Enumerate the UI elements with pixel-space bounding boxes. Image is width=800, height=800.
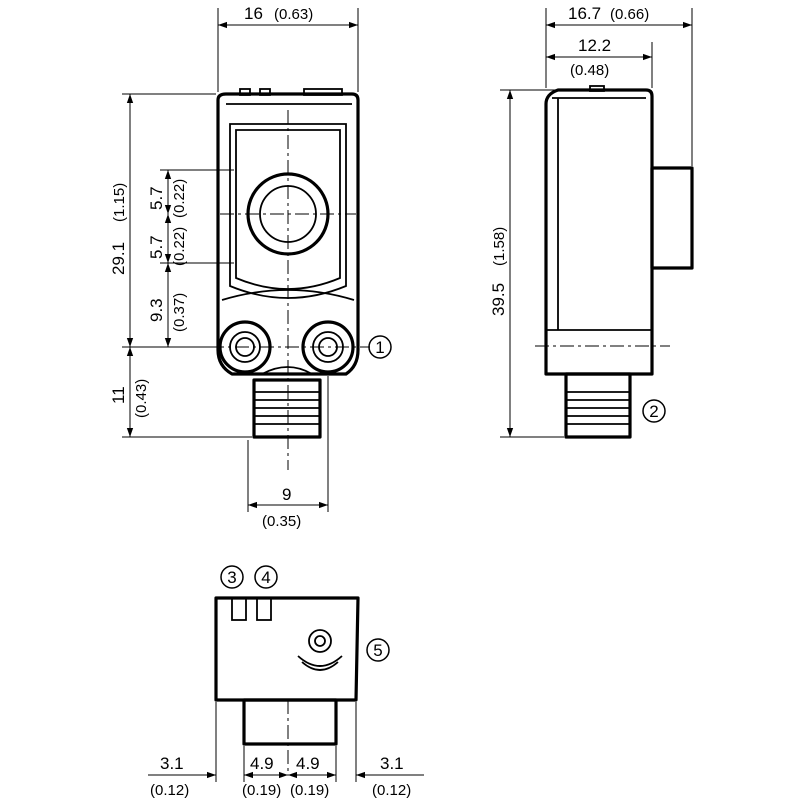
svg-text:2: 2: [649, 402, 658, 421]
callout-1: 1: [368, 335, 392, 359]
dim-bottom-left-inch: (0.12): [150, 782, 189, 799]
front-view: 16 (0.63) 29.1 (1.15) 11 (0.43) 5.7 (0.2…: [109, 4, 392, 530]
dim-optic-lower-inch: (0.22): [171, 227, 188, 266]
dim-connector-height-inch: (0.43): [133, 379, 150, 418]
svg-text:4: 4: [261, 568, 270, 587]
dim-optic-to-mount-inch: (0.37): [171, 293, 188, 332]
front-top-led-1: [239, 88, 251, 96]
front-optic-frame: [229, 123, 347, 299]
dim-side-depth-value: 16.7: [568, 4, 601, 23]
callout-3: 3: [220, 565, 244, 589]
callout-5: 5: [366, 638, 390, 662]
side-view: 16.7 (0.66) 12.2 (0.48) 39.5 (1.58) 2: [489, 4, 694, 439]
bottom-adjust-knob: [297, 629, 343, 671]
svg-text:5: 5: [373, 641, 382, 660]
callout-2: 2: [642, 399, 666, 423]
front-optic-window: [235, 129, 341, 290]
dim-front-width-value: 16: [244, 4, 263, 23]
dim-bottom-left-value: 3.1: [160, 754, 184, 773]
side-view-housing: [544, 88, 654, 376]
dim-front-height-value: 29.1: [109, 242, 128, 275]
front-top-led-2: [259, 88, 271, 96]
callout-4: 4: [254, 565, 278, 589]
dim-connector-offset-value: 9: [282, 485, 291, 504]
dim-optic-upper-inch: (0.22): [171, 179, 188, 218]
dim-side-body-depth-value: 12.2: [578, 36, 611, 55]
front-top-button: [303, 88, 343, 96]
side-optic-protrusion: [650, 166, 694, 270]
dim-front-height-inch: (1.15): [111, 183, 128, 222]
svg-text:3: 3: [227, 568, 236, 587]
dim-side-depth-inch: (0.66): [610, 6, 649, 23]
dim-optic-upper-value: 5.7: [147, 186, 166, 210]
dim-bottom-mid-right-inch: (0.19): [290, 782, 329, 799]
dim-connector-height-value: 11: [109, 386, 128, 404]
side-top-led: [589, 85, 605, 92]
dim-bottom-right-inch: (0.12): [372, 782, 411, 799]
dim-bottom-mid-left-value: 4.9: [250, 754, 274, 773]
dim-side-height-value: 39.5: [489, 283, 508, 316]
dim-bottom-mid-left-inch: (0.19): [242, 782, 281, 799]
dim-bottom-right-value: 3.1: [380, 754, 404, 773]
bottom-connector: [242, 698, 338, 746]
dim-front-width-inch: (0.63): [274, 6, 313, 23]
dim-side-height-inch: (1.58): [491, 227, 508, 266]
dim-optic-to-mount-value: 9.3: [147, 298, 166, 322]
dim-bottom-mid-right-value: 4.9: [296, 754, 320, 773]
svg-text:1: 1: [375, 338, 384, 357]
bottom-view: 3.1 (0.12) 4.9 (0.19) 4.9 (0.19) 3.1 (0.…: [148, 565, 424, 799]
bottom-slot-2: [256, 597, 272, 621]
front-view-housing: [216, 92, 360, 376]
dim-side-body-depth-inch: (0.48): [570, 62, 609, 79]
dim-optic-lower-value: 5.7: [147, 235, 166, 259]
dim-connector-offset-inch: (0.35): [262, 513, 301, 530]
bottom-view-housing: [214, 596, 360, 702]
side-connector: [564, 372, 632, 439]
bottom-slot-1: [231, 597, 247, 621]
front-connector: [252, 378, 322, 439]
